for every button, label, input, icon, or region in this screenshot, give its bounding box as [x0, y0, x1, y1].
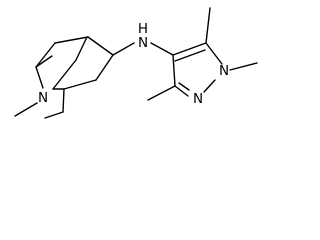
bond — [205, 42, 223, 65]
bond — [174, 85, 189, 97]
bond — [205, 7, 211, 44]
bond — [203, 79, 216, 93]
bond — [14, 102, 38, 117]
bond — [87, 36, 114, 56]
amine-hydrogen-label: H — [138, 21, 148, 37]
bond — [172, 42, 207, 56]
bond — [54, 36, 89, 44]
bond — [95, 54, 114, 81]
bond — [35, 55, 53, 68]
bond — [63, 79, 97, 90]
amine-nitrogen-label: N — [138, 35, 148, 51]
bond — [75, 36, 88, 61]
amine-linker-bonds — [112, 42, 174, 56]
bond — [35, 66, 44, 89]
bond — [178, 82, 190, 91]
bond — [174, 49, 206, 62]
bond — [35, 42, 56, 68]
bridge-nitrogen-label: N — [38, 90, 48, 106]
bond — [150, 42, 174, 56]
pyrazole-ring-bonds — [172, 42, 223, 97]
pyrazole-n2-label: N — [193, 91, 203, 107]
bond — [147, 85, 176, 101]
atom-labels: N H N N N — [38, 21, 229, 107]
bond — [44, 111, 64, 119]
bicyclic-ring-bonds — [14, 36, 114, 119]
bond — [112, 42, 135, 56]
bond — [229, 62, 258, 71]
bond — [62, 88, 65, 113]
pyrazole-n1-label: N — [219, 63, 229, 79]
pyrazole-methyl-bonds — [147, 7, 258, 101]
bond — [172, 54, 176, 87]
bond — [52, 59, 77, 90]
chemical-structure-diagram: N H N N N — [14, 7, 258, 119]
